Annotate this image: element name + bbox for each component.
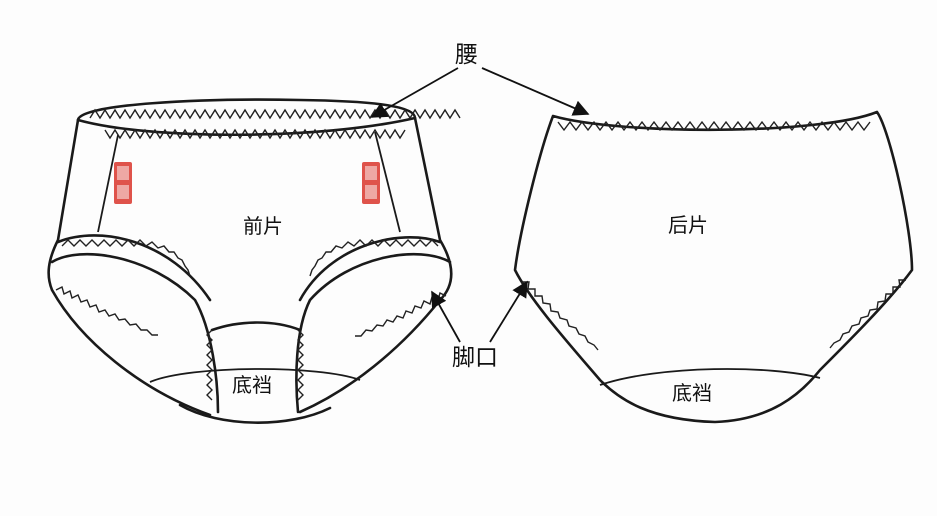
front-crotch-label: 底裆: [232, 373, 272, 397]
front-right-outer-stitching: [355, 291, 447, 337]
waist-arrow-left: [370, 67, 459, 118]
waist-callout: 腰: [370, 42, 590, 118]
leg-opening-arrow-right: [489, 280, 528, 343]
front-leg-top-edge: [56, 234, 442, 302]
waist-arrow-right: [481, 67, 590, 116]
front-crotch-right-stitching: [297, 329, 304, 401]
front-left-side-outer: [47, 118, 212, 417]
front-crotch-panel: [210, 321, 302, 332]
front-crotch-curve: [149, 368, 361, 383]
back-piece: 后片 底裆: [513, 110, 914, 424]
front-piece-label: 前片: [243, 214, 283, 238]
front-left-leg-opening: [50, 252, 220, 414]
front-waistband-top: [76, 98, 417, 122]
back-crotch-label: 底裆: [672, 381, 712, 405]
side-seam-stamp-left: [114, 162, 132, 204]
front-waist-stitching-bottom: [104, 128, 406, 140]
front-crotch-left-stitching: [206, 329, 213, 401]
front-left-inner-seam: [97, 134, 119, 233]
side-seam-stamp-right: [362, 162, 380, 204]
back-crotch-curve: [599, 368, 821, 386]
front-left-leg-stitching: [61, 239, 191, 277]
waist-label: 腰: [455, 42, 478, 68]
front-right-inner-seam: [374, 131, 401, 233]
back-left-leg-stitching: [522, 281, 599, 351]
leg-opening-arrow-left: [431, 290, 461, 343]
front-bottom-edge: [178, 403, 332, 424]
front-right-leg-stitching: [309, 239, 439, 277]
back-waist-stitching: [557, 120, 871, 132]
back-right-leg-stitching: [829, 279, 906, 349]
back-outline: [513, 110, 914, 424]
front-right-leg-opening: [295, 252, 452, 414]
leg-opening-label: 脚口: [452, 345, 498, 371]
front-piece: 前片 底裆: [47, 98, 461, 424]
front-waist-stitching-top: [89, 108, 461, 120]
leg-opening-callout: 脚口: [431, 280, 528, 371]
back-piece-label: 后片: [668, 213, 708, 237]
front-left-outer-stitching: [55, 285, 158, 336]
